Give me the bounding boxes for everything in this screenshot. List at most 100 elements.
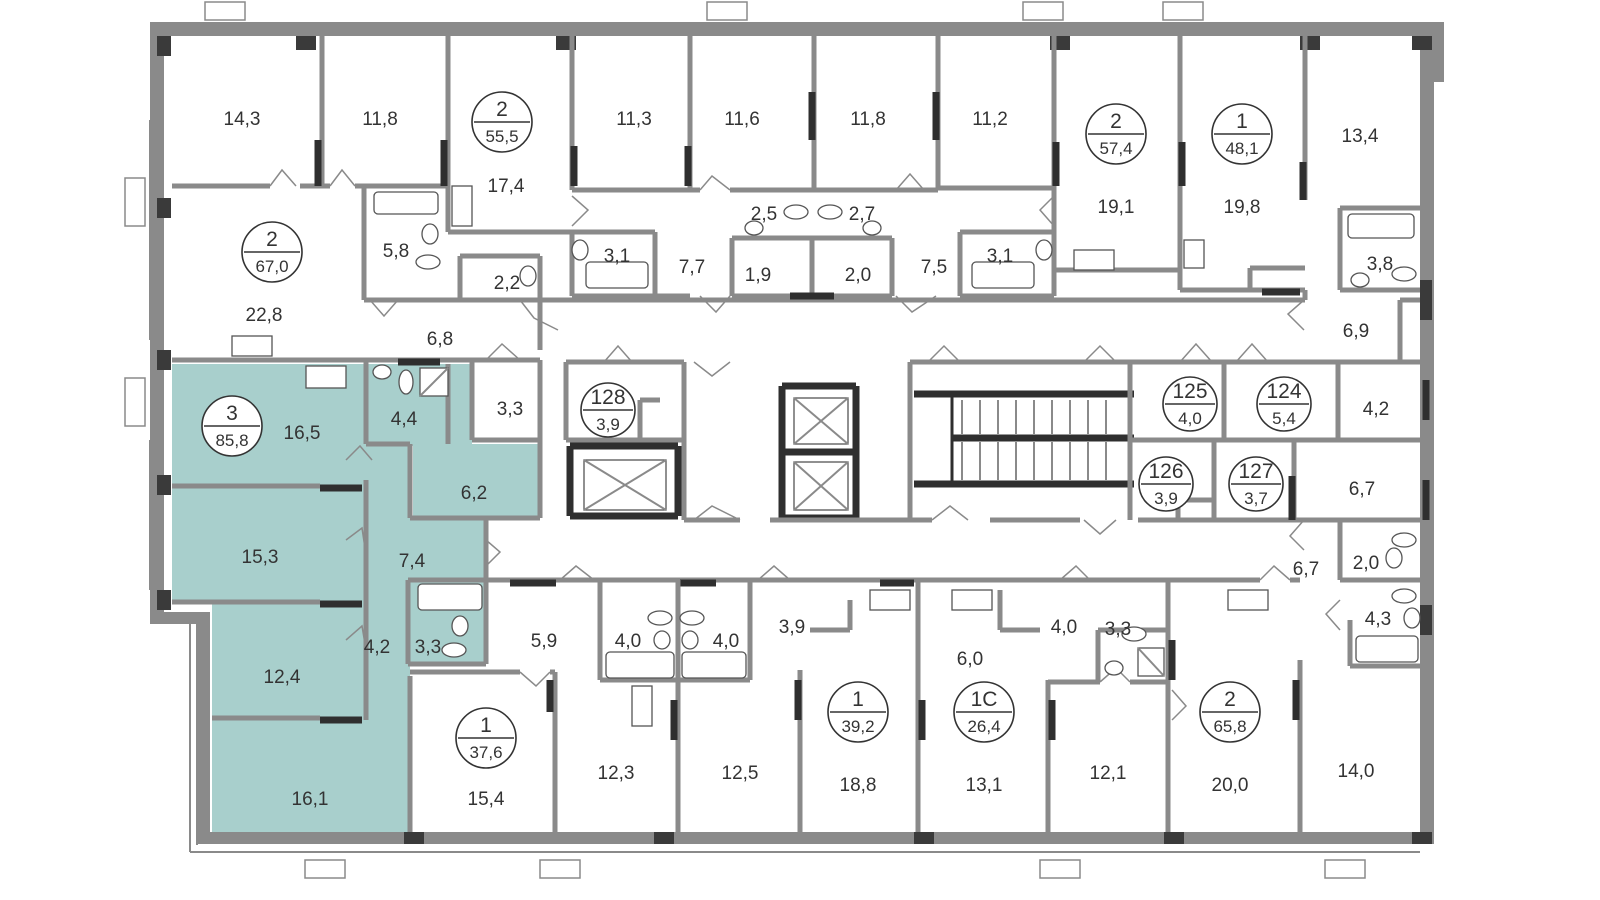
apt-1-48-badge[interactable]: 148,1 bbox=[1211, 103, 1273, 165]
room-area: 4,0 bbox=[1051, 617, 1077, 638]
badge-rooms: 2 bbox=[1224, 688, 1236, 711]
wall-accents bbox=[314, 92, 1430, 740]
room-area: 11,6 bbox=[724, 109, 760, 130]
apt-2-55-badge[interactable]: 255,5 bbox=[471, 91, 533, 153]
room-area: 4,3 bbox=[1365, 609, 1391, 630]
room-area: 4,4 bbox=[391, 409, 418, 430]
badge-rooms: 125 bbox=[1172, 380, 1207, 403]
room-area: 14,3 bbox=[224, 109, 261, 130]
badge-rooms: 1 bbox=[1236, 110, 1248, 133]
badge-rooms: 2 bbox=[496, 98, 508, 121]
room-area: 6,7 bbox=[1349, 479, 1375, 500]
badge-area: 37,6 bbox=[469, 743, 502, 762]
badge-area: 3,9 bbox=[596, 415, 620, 434]
badge-rooms: 1 bbox=[852, 688, 864, 711]
room-area: 7,5 bbox=[921, 257, 947, 278]
badge-area: 48,1 bbox=[1225, 139, 1258, 158]
room-area: 15,4 bbox=[468, 789, 505, 810]
badge-area: 57,4 bbox=[1099, 139, 1132, 158]
badge-rooms: 2 bbox=[266, 228, 278, 251]
pillars bbox=[157, 36, 1432, 844]
room-area: 6,0 bbox=[957, 649, 983, 670]
room-area: 19,1 bbox=[1098, 197, 1135, 218]
room-area: 6,8 bbox=[427, 329, 453, 350]
badge-area: 67,0 bbox=[255, 257, 288, 276]
badge-area: 65,8 bbox=[1213, 717, 1246, 736]
badge-rooms: 127 bbox=[1238, 460, 1273, 483]
room-area: 11,8 bbox=[850, 109, 886, 130]
badge-area: 39,2 bbox=[841, 717, 874, 736]
badge-area: 3,9 bbox=[1154, 489, 1178, 508]
apt-2-57-badge[interactable]: 257,4 bbox=[1085, 103, 1147, 165]
badge-rooms: 1С bbox=[971, 688, 998, 711]
room-area: 2,0 bbox=[845, 265, 871, 286]
elevator-shafts bbox=[583, 397, 849, 511]
apt-1-39-badge[interactable]: 139,2 bbox=[827, 681, 889, 743]
badge-area: 85,8 bbox=[215, 431, 248, 450]
room-area: 18,8 bbox=[840, 775, 877, 796]
room-area: 12,1 bbox=[1090, 763, 1127, 784]
room-area: 7,7 bbox=[679, 257, 705, 278]
room-area: 3,3 bbox=[415, 637, 441, 658]
room-area: 13,4 bbox=[1342, 126, 1379, 147]
room-area: 15,3 bbox=[242, 547, 279, 568]
room-area: 4,0 bbox=[713, 631, 739, 652]
badge-rooms: 124 bbox=[1266, 380, 1301, 403]
badge-rooms: 2 bbox=[1110, 110, 1122, 133]
apt-2-67-badge[interactable]: 267,0 bbox=[241, 221, 303, 283]
room-area: 12,5 bbox=[722, 763, 759, 784]
room-area: 12,3 bbox=[598, 763, 635, 784]
room-area: 11,8 bbox=[362, 109, 398, 130]
badge-area: 3,7 bbox=[1244, 489, 1268, 508]
badge-area: 55,5 bbox=[485, 127, 518, 146]
room-area: 6,9 bbox=[1343, 321, 1369, 342]
apt-3-85-badge[interactable]: 385,8 bbox=[201, 395, 263, 457]
badge-rooms: 128 bbox=[590, 386, 625, 409]
badge-area: 26,4 bbox=[967, 717, 1000, 736]
badge-rooms: 1 bbox=[480, 714, 492, 737]
apt-1-37-badge[interactable]: 137,6 bbox=[455, 707, 517, 769]
room-area: 3,3 bbox=[1105, 619, 1131, 640]
room-area: 4,0 bbox=[615, 631, 641, 652]
room-area: 14,0 bbox=[1338, 761, 1375, 782]
room-area: 2,5 bbox=[751, 204, 777, 225]
room-area: 6,7 bbox=[1293, 559, 1319, 580]
room-area: 2,0 bbox=[1353, 553, 1379, 574]
room-area: 16,5 bbox=[284, 423, 321, 444]
apt-1c-26-badge[interactable]: 1С 26,4 bbox=[953, 681, 1015, 743]
apt-2-65-badge[interactable]: 265,8 bbox=[1199, 681, 1261, 743]
door-swings bbox=[269, 168, 1341, 721]
left-block-walls bbox=[172, 360, 540, 832]
room-area: 12,4 bbox=[264, 667, 301, 688]
room-area: 7,4 bbox=[399, 551, 426, 572]
stairs bbox=[961, 400, 1107, 480]
room-area: 11,2 bbox=[972, 109, 1008, 130]
room-area: 3,8 bbox=[1367, 254, 1393, 275]
room-area: 19,8 bbox=[1224, 197, 1261, 218]
room-area: 3,9 bbox=[779, 617, 805, 638]
room-area: 11,3 bbox=[616, 109, 652, 130]
badge-rooms: 126 bbox=[1148, 460, 1183, 483]
room-area: 22,8 bbox=[246, 305, 283, 326]
badge-area: 4,0 bbox=[1178, 409, 1202, 428]
room-area: 16,1 bbox=[292, 789, 329, 810]
room-area: 17,4 bbox=[488, 176, 525, 197]
room-area: 2,7 bbox=[849, 204, 875, 225]
room-area: 3,1 bbox=[604, 246, 630, 267]
room-area: 13,1 bbox=[966, 775, 1003, 796]
core-walls bbox=[172, 357, 1420, 523]
room-area: 2,2 bbox=[494, 273, 520, 294]
room-area: 6,2 bbox=[461, 483, 487, 504]
room-area: 3,3 bbox=[497, 399, 523, 420]
room-area: 1,9 bbox=[745, 265, 771, 286]
plumbing-fixtures bbox=[231, 185, 1421, 727]
apartment-badges: 255,5267,0257,4148,1385,8137,6139,21С26,… bbox=[201, 91, 1312, 769]
room-area: 3,1 bbox=[987, 246, 1013, 267]
